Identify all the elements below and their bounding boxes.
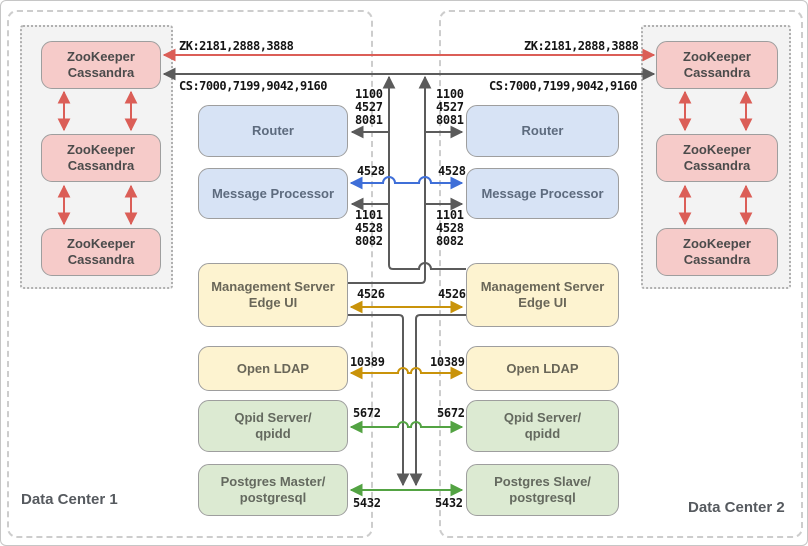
postgres-port-left: 5432 bbox=[353, 496, 381, 510]
qpid-arrow bbox=[349, 420, 464, 434]
component-label: Message Processor bbox=[481, 185, 604, 201]
component-label: Postgres Slave/ bbox=[494, 474, 591, 489]
management-port-right: 4526 bbox=[438, 287, 466, 301]
mp-ports-left: 1101 bbox=[355, 208, 383, 222]
dc2-ms-uplink-line bbox=[382, 75, 466, 270]
router-ports-left: 4527 bbox=[355, 100, 383, 114]
dc1-ms-postgres-downlink bbox=[348, 314, 410, 487]
dc2-ms-postgres-downlink bbox=[409, 314, 466, 487]
dc1-zookeeper-node-3: ZooKeeper Cassandra bbox=[41, 228, 161, 276]
cs-ports-label-right: CS:7000,7199,9042,9160 bbox=[489, 79, 637, 93]
dc1-open-ldap: Open LDAP bbox=[198, 346, 348, 391]
component-label: Message Processor bbox=[211, 185, 335, 201]
postgres-port-right: 5432 bbox=[435, 496, 463, 510]
data-center-2-region bbox=[439, 10, 803, 538]
node-label: ZooKeeper bbox=[683, 49, 751, 64]
router-ports-right: 1100 bbox=[436, 87, 464, 101]
component-label: qpidd bbox=[255, 426, 291, 441]
node-label: Cassandra bbox=[683, 252, 751, 267]
dc2-management-server: Management Server Edge UI bbox=[466, 263, 619, 327]
node-label: ZooKeeper bbox=[683, 142, 751, 157]
dc2-postgres-slave: Postgres Slave/ postgresql bbox=[466, 464, 619, 516]
dc1-ms-uplink-line bbox=[348, 75, 432, 284]
component-label: postgresql bbox=[509, 490, 576, 505]
ldap-arrow bbox=[349, 366, 464, 380]
node-label: Cassandra bbox=[67, 158, 135, 173]
component-label: Router bbox=[521, 123, 564, 138]
component-label: Qpid Server/ bbox=[234, 410, 312, 425]
cs-ports-label-left: CS:7000,7199,9042,9160 bbox=[179, 79, 327, 93]
component-label: Qpid Server/ bbox=[503, 410, 582, 425]
mp-ports-left: 8082 bbox=[355, 234, 383, 248]
dc2-message-processor: Message Processor bbox=[466, 168, 619, 219]
dc2-zookeeper-node-3: ZooKeeper Cassandra bbox=[656, 228, 778, 276]
zk-ports-label-right: ZK:2181,2888,3888 bbox=[524, 39, 639, 53]
component-label: Edge UI bbox=[248, 295, 298, 310]
ldap-port-right: 10389 bbox=[430, 355, 465, 369]
component-label: postgresql bbox=[239, 490, 307, 505]
mp-cross-port-left: 4528 bbox=[357, 164, 385, 178]
dc1-router: Router bbox=[198, 105, 348, 157]
dc1-management-server: Management Server Edge UI bbox=[198, 263, 348, 327]
component-label: Router bbox=[252, 123, 294, 138]
router-ports-left: 8081 bbox=[355, 113, 383, 127]
dc1-zookeeper-node-1: ZooKeeper Cassandra bbox=[41, 41, 161, 89]
dc2-zookeeper-node-1: ZooKeeper Cassandra bbox=[656, 41, 778, 89]
component-label: Open LDAP bbox=[506, 360, 579, 376]
node-label: ZooKeeper bbox=[683, 236, 751, 251]
dc1-postgres-master: Postgres Master/ postgresql bbox=[198, 464, 348, 516]
dc2-router: Router bbox=[466, 105, 619, 157]
dc1-message-processor: Message Processor bbox=[198, 168, 348, 219]
node-label: Cassandra bbox=[67, 252, 135, 267]
mp-cross-port-right: 4528 bbox=[438, 164, 466, 178]
dc1-zookeeper-node-2: ZooKeeper Cassandra bbox=[41, 134, 161, 182]
component-label: qpidd bbox=[524, 426, 561, 441]
mp-ports-left: 4528 bbox=[355, 221, 383, 235]
data-center-2-label: Data Center 2 bbox=[688, 499, 785, 516]
dc2-open-ldap: Open LDAP bbox=[466, 346, 619, 391]
dc1-qpid-server: Qpid Server/ qpidd bbox=[198, 400, 348, 452]
router-ports-right: 8081 bbox=[436, 113, 464, 127]
node-label: ZooKeeper bbox=[67, 236, 135, 251]
mp-cross-arrow bbox=[349, 176, 464, 190]
dc2-qpid-server: Qpid Server/ qpidd bbox=[466, 400, 619, 452]
router-ports-right: 4527 bbox=[436, 100, 464, 114]
component-label: Management Server bbox=[211, 279, 335, 294]
mp-ports-right: 4528 bbox=[436, 221, 464, 235]
router-ports-left: 1100 bbox=[355, 87, 383, 101]
ldap-port-left: 10389 bbox=[350, 355, 385, 369]
node-label: Cassandra bbox=[683, 158, 751, 173]
component-label: Open LDAP bbox=[236, 360, 310, 376]
mp-ports-right: 1101 bbox=[436, 208, 464, 222]
node-label: Cassandra bbox=[683, 65, 751, 80]
dc2-zookeeper-node-2: ZooKeeper Cassandra bbox=[656, 134, 778, 182]
data-center-1-label: Data Center 1 bbox=[21, 491, 118, 508]
qpid-port-right: 5672 bbox=[437, 406, 465, 420]
component-label: Postgres Master/ bbox=[220, 474, 326, 489]
management-port-left: 4526 bbox=[357, 287, 385, 301]
component-label: Edge UI bbox=[518, 295, 567, 310]
data-center-1-region bbox=[7, 10, 373, 538]
qpid-port-left: 5672 bbox=[353, 406, 381, 420]
node-label: ZooKeeper bbox=[67, 142, 135, 157]
node-label: ZooKeeper bbox=[67, 49, 135, 64]
node-label: Cassandra bbox=[67, 65, 135, 80]
zk-ports-label-left: ZK:2181,2888,3888 bbox=[179, 39, 294, 53]
mp-ports-right: 8082 bbox=[436, 234, 464, 248]
component-label: Management Server bbox=[480, 279, 605, 294]
